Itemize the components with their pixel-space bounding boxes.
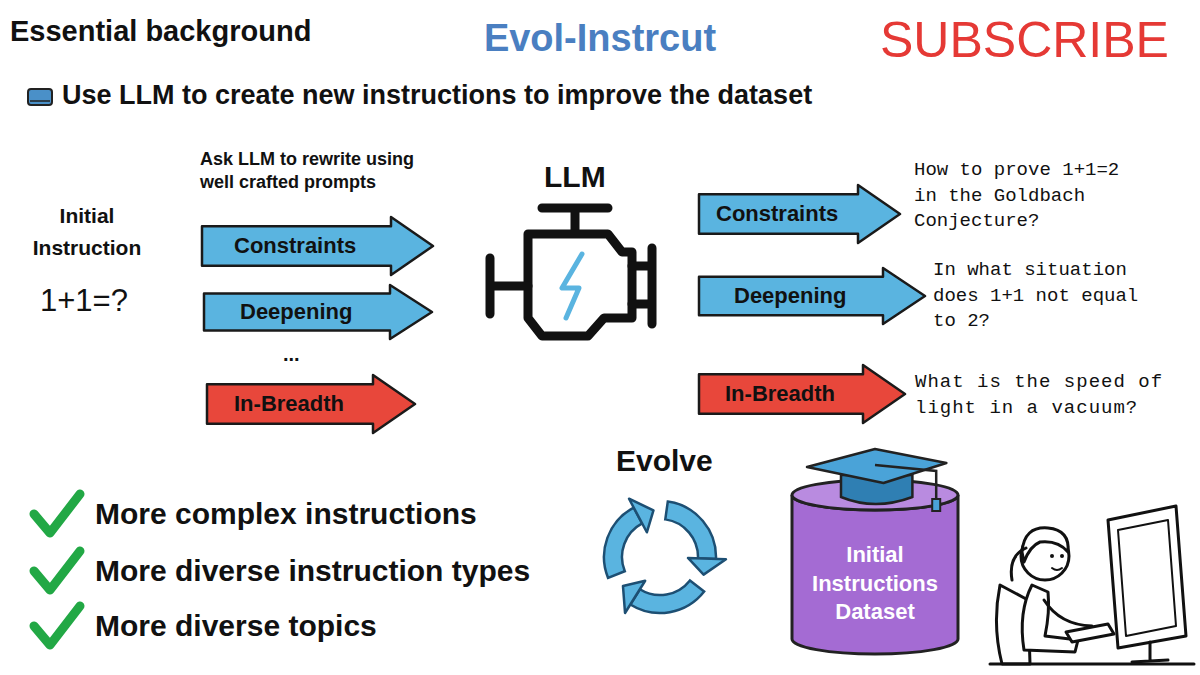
node-text: LLM: [544, 160, 606, 195]
output-example: How to prove 1+1=2 in the Goldbach Conje…: [914, 158, 1146, 235]
evolve-cycle-icon: [604, 508, 642, 578]
rewrite-arrow: Constraints: [200, 215, 435, 277]
bullet-icon: [28, 89, 52, 105]
bullet-icon: [28, 89, 52, 105]
benefit-item: More diverse instruction types: [95, 553, 695, 589]
evolve-cycle-icon: [665, 502, 716, 559]
check-marks: [34, 551, 80, 590]
output-arrow: Constraints: [697, 183, 902, 245]
evolve-cycle-icon: [688, 558, 726, 575]
person-at-computer: [1050, 554, 1054, 558]
check-marks: [34, 494, 80, 645]
dataset-cylinder-shape: [875, 465, 936, 501]
llm-engine-shape: [490, 258, 528, 314]
benefit-item: More complex instructions: [95, 496, 695, 532]
person-at-computer: [990, 663, 1194, 666]
evolve-cycle-icon: [604, 499, 726, 613]
node-text: Constraints: [716, 183, 838, 245]
section-heading: Essential background: [10, 14, 350, 49]
output-example: In what situation does 1+1 not equal to …: [933, 258, 1163, 335]
person-at-computer: [1132, 642, 1168, 662]
llm-engine-shape: [542, 208, 608, 230]
output-example: What is the speed of light in a vacuum?: [915, 370, 1190, 421]
person-at-computer: [1022, 528, 1068, 562]
person-at-computer: [990, 506, 1194, 664]
node-text: Constraints: [234, 215, 356, 277]
llm-engine-shape: [490, 208, 652, 336]
prompt-note: Ask LLM to rewrite using well crafted pr…: [200, 148, 450, 195]
person-at-computer: [1011, 548, 1026, 580]
input-heading: Initial Instruction: [12, 200, 162, 263]
node-text: In-Breadth: [725, 363, 835, 425]
node-text: Initial Instructions Dataset: [798, 541, 952, 627]
input-example: 1+1=?: [40, 282, 170, 319]
bullet-text: Use LLM to create new instructions to im…: [62, 79, 962, 111]
title: Evol-Instrcut: [440, 16, 760, 62]
person-at-computer: [1108, 506, 1186, 648]
llm-engine-shape: [562, 254, 582, 318]
output-arrow: In-Breadth: [697, 363, 907, 425]
person-at-computer: [1060, 554, 1064, 558]
person-at-computer: [1052, 568, 1062, 570]
rewrite-arrow: Deepening: [202, 283, 434, 341]
node-text: Deepening: [240, 283, 352, 341]
person-at-computer: [1118, 520, 1176, 636]
dataset-cylinder: Initial Instructions Dataset: [790, 445, 960, 657]
llm-engine-shape: [528, 234, 632, 336]
person-at-computer: [1022, 585, 1078, 652]
rewrite-arrow: In-Breadth: [205, 373, 417, 435]
subscribe-banner: SUBSCRIBE: [880, 10, 1196, 70]
bullet-icon: [30, 100, 50, 102]
dataset-cylinder-shape: [792, 495, 958, 654]
check-marks: [34, 494, 80, 533]
llm-engine-shape: [632, 248, 652, 324]
dataset-cylinder-shape: [932, 499, 940, 511]
llm-engine: LLM: [478, 158, 672, 350]
benefit-item: More diverse topics: [95, 608, 695, 644]
cycle-label: Evolve: [616, 443, 736, 479]
node-text: Deepening: [734, 266, 846, 326]
output-arrow: Deepening: [697, 266, 927, 326]
evolve-cycle-icon: [623, 581, 645, 613]
node-text: In-Breadth: [234, 373, 344, 435]
ellipsis: ...: [283, 342, 323, 366]
person-at-computer: [1066, 624, 1114, 642]
person-at-computer: [1044, 600, 1092, 626]
check-marks: [34, 606, 80, 645]
evolve-cycle-icon: [629, 499, 653, 533]
